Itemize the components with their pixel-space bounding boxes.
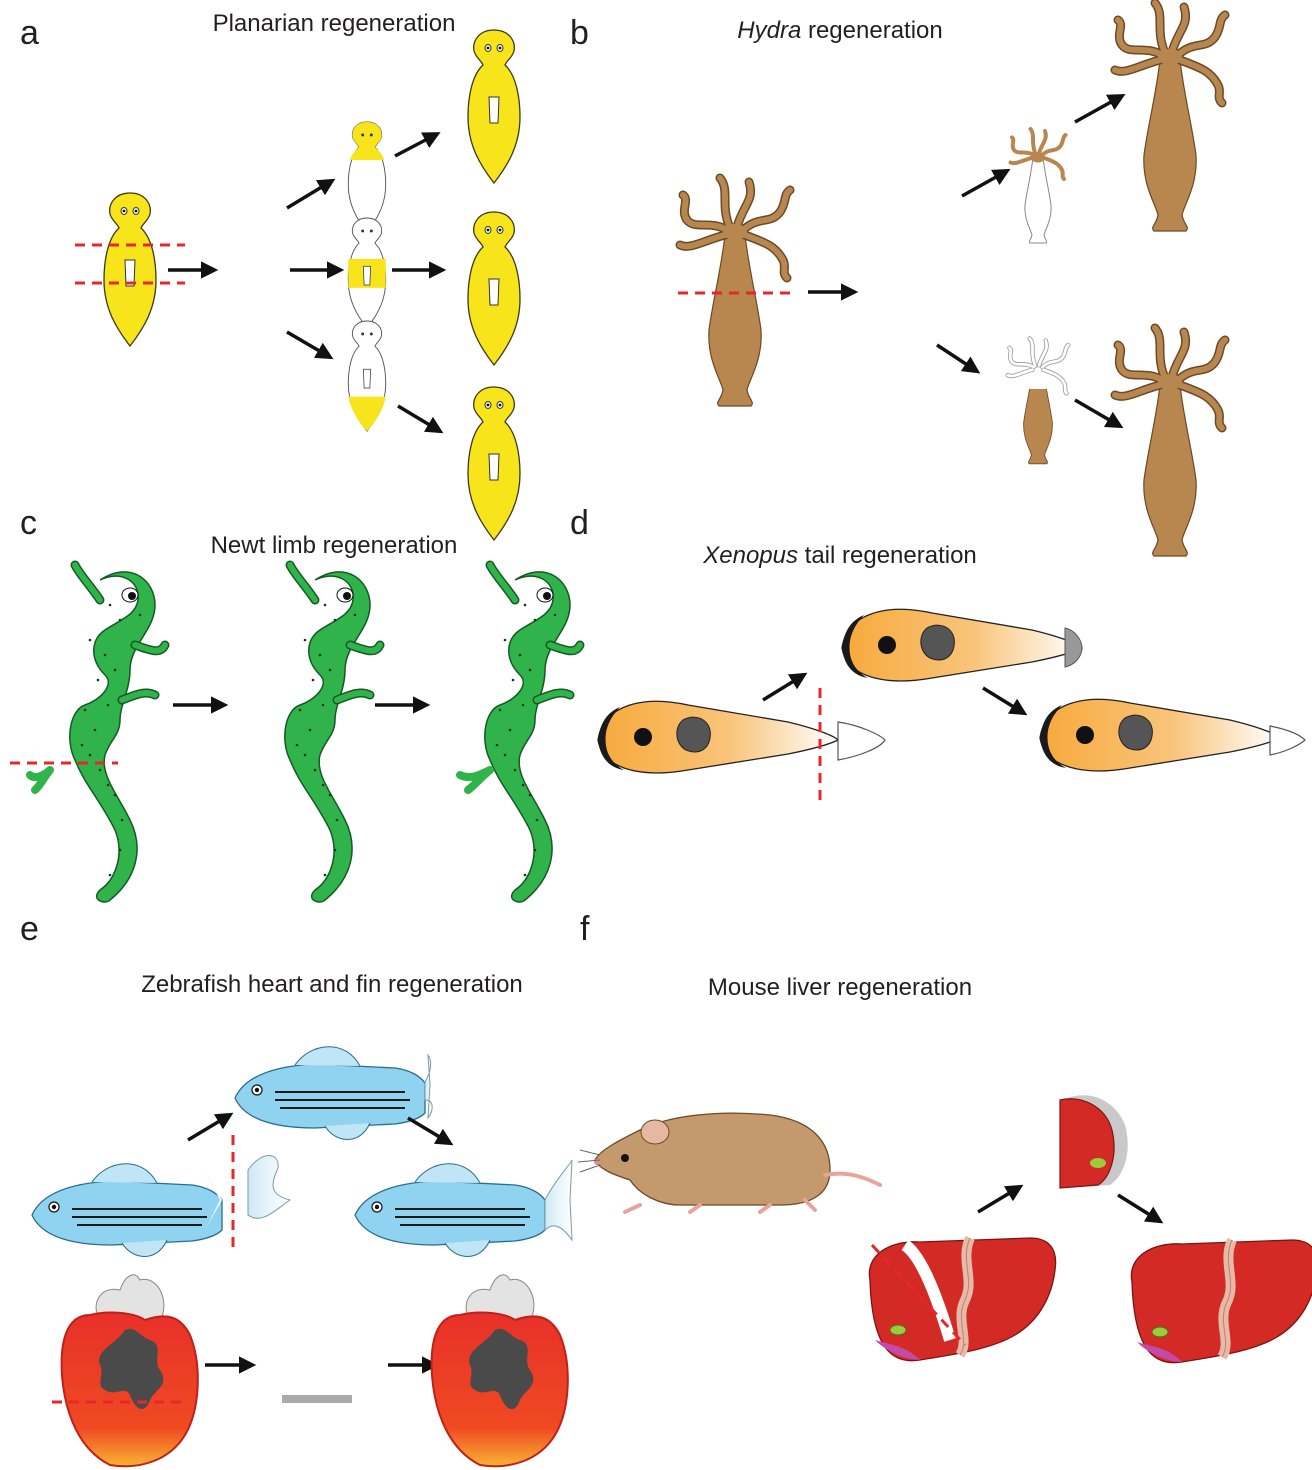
panel-title-b-rest: regeneration [801,17,942,44]
amputated-fin [248,1156,290,1219]
planarian-regen-trunk [348,218,385,328]
panel-title-b: Hydra regeneration [737,17,942,44]
hydra-head-fragment [855,143,965,371]
hydra-regen-body [1008,338,1069,463]
planarian-regen-tail [348,321,385,431]
panel-letter-a: a [20,14,39,52]
panel-e-zebrafish [32,1047,572,1467]
tadpole-intact [598,701,885,773]
planarian-intact [104,193,156,346]
liver-regenerated [1131,1240,1312,1363]
hydra-regen-head [1011,129,1066,243]
arrow-d1 [763,676,802,700]
panel-letter-b: b [570,14,589,52]
arrow-b5 [1075,400,1118,425]
panel-title-d: Xenopus tail regeneration [702,542,977,569]
heart-amputated [247,1275,383,1466]
planarian-regenerated-1 [468,30,520,183]
panel-title-d-rest: tail regeneration [798,542,977,569]
planarian-cut-pieces [228,195,280,348]
zebrafish-intact [32,1164,222,1257]
newt-amputated [285,565,380,902]
panel-c-newt [10,565,580,902]
liver-resected [869,1238,1055,1361]
arrow-a5 [395,135,435,156]
newt-regenerated [485,565,580,902]
arrow-e2 [408,1118,448,1142]
zebrafish-regenerated [355,1164,545,1257]
hydra-regenerated-1 [1115,3,1225,231]
panel-letter-d: d [570,504,589,542]
arrow-b2 [962,172,1005,196]
panel-title-b-species: Hydra [737,17,801,44]
arrow-b4 [1075,97,1120,122]
panel-letter-c: c [20,504,37,542]
panel-title-a: Planarian regeneration [213,10,456,37]
panel-d-xenopus [598,609,1305,800]
planarian-regenerated-2 [468,212,520,365]
zebrafish-regenerating [235,1047,425,1140]
tadpole-regenerating [842,609,1082,681]
panel-title-d-species: Xenopus [702,542,798,569]
arrow-a7 [398,406,438,430]
newt-intact [70,565,165,902]
arrow-b3 [937,345,975,370]
panel-title-e: Zebrafish heart and fin regeneration [141,971,523,998]
planarian-regen-head [348,122,385,232]
heart-regenerated [432,1275,568,1466]
liver-lobe-removed [1060,1095,1128,1188]
arrow-a4 [287,332,328,356]
mouse-illustration [578,1113,880,1212]
panel-letter-f: f [580,910,590,948]
tadpole-regenerated [1040,699,1305,771]
panel-b-hydra [678,3,1225,556]
panel-a-planarian [75,30,520,540]
arrow-f2 [1118,1195,1158,1220]
panel-letter-e: e [20,910,39,948]
planarian-regenerated-3 [468,387,520,540]
arrow-d2 [983,688,1022,712]
panel-title-f: Mouse liver regeneration [708,974,972,1001]
hydra-body-fragment [855,211,965,439]
arrow-e1 [188,1116,228,1140]
heart-intact [62,1275,198,1466]
arrow-f1 [978,1188,1018,1212]
arrow-a2 [287,182,330,208]
hydra-regenerated-2 [1115,328,1225,556]
panel-title-c: Newt limb regeneration [211,532,458,559]
panel-f-mouse [578,1095,1312,1362]
